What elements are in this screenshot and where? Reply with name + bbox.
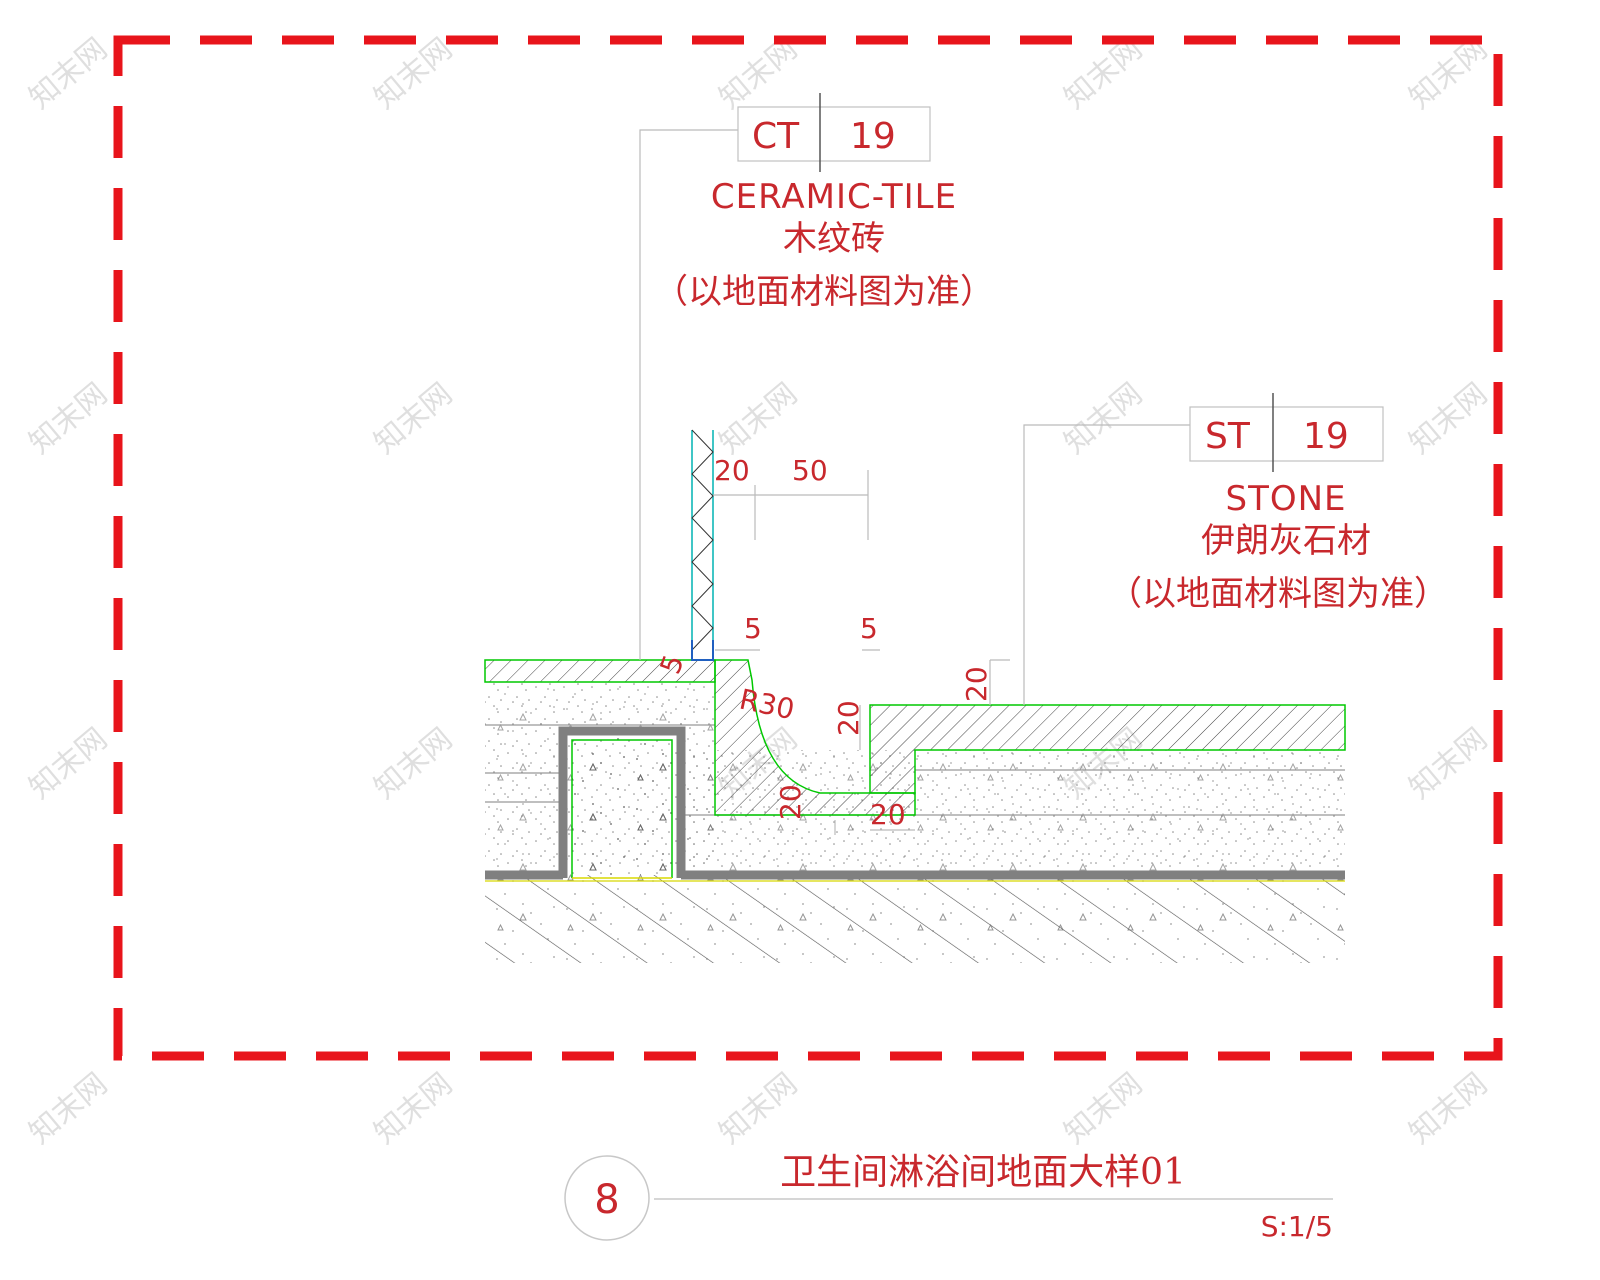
dim-top-20: 20: [714, 454, 750, 487]
st-number: 19: [1303, 416, 1349, 457]
ct-material-tag: CT 19 CERAMIC-TILE 木纹砖 （以地面材料图为准）: [654, 93, 994, 312]
dim-bottom-20: 20: [870, 798, 906, 831]
ct-note: （以地面材料图为准）: [654, 272, 994, 312]
watermark: 知末网: [23, 31, 114, 116]
dim-right-5: 5: [860, 612, 878, 645]
st-name-cn: 伊朗灰石材: [1201, 521, 1371, 561]
dim-step-20: 20: [832, 700, 865, 736]
watermark: 知末网: [1403, 376, 1494, 461]
stone-curb: [714, 659, 916, 816]
ct-number: 19: [850, 116, 896, 157]
watermark: 知末网: [1403, 721, 1494, 806]
dim-lower-20: 20: [774, 784, 807, 820]
leader-lines: [639, 129, 1190, 705]
st-material-tag: ST 19 STONE 伊朗灰石材 （以地面材料图为准）: [1108, 393, 1448, 614]
dim-top-50: 50: [792, 454, 828, 487]
st-note: （以地面材料图为准）: [1108, 574, 1448, 614]
dim-right-20: 20: [960, 666, 993, 702]
stone-floor: [869, 704, 1346, 794]
st-code: ST: [1205, 416, 1251, 457]
watermark: 知末网: [23, 721, 114, 806]
ct-name-en: CERAMIC-TILE: [711, 177, 957, 217]
title-block: 8 卫生间淋浴间地面大样01 S:1/5: [564, 1152, 1333, 1243]
watermark: 知末网: [1058, 376, 1149, 461]
drain-channel: [558, 726, 686, 879]
watermark: 知末网: [1403, 1066, 1494, 1151]
detail-title: 卫生间淋浴间地面大样01: [780, 1152, 1186, 1193]
dimension-lines: [713, 470, 1010, 835]
structural-slab: [485, 875, 1345, 963]
watermark: 知末网: [23, 376, 114, 461]
watermark: 知末网: [1058, 1066, 1149, 1151]
watermark: 知末网: [368, 376, 459, 461]
dim-left-5: 5: [744, 612, 762, 645]
wall-insulation: [691, 429, 714, 661]
watermark: 知末网: [368, 721, 459, 806]
watermark: 知末网: [368, 1066, 459, 1151]
watermark: 知末网: [713, 1066, 804, 1151]
detail-number: 8: [594, 1177, 619, 1223]
dashed-frame: [113, 35, 1503, 1061]
watermark: 知末网: [23, 1066, 114, 1151]
detail-scale: S:1/5: [1261, 1210, 1333, 1243]
ct-code: CT: [752, 116, 800, 157]
st-name-en: STONE: [1225, 479, 1346, 519]
ct-name-cn: 木纹砖: [783, 219, 885, 259]
detail-number-bubble: [564, 1155, 650, 1241]
watermark: 知末网: [713, 376, 804, 461]
